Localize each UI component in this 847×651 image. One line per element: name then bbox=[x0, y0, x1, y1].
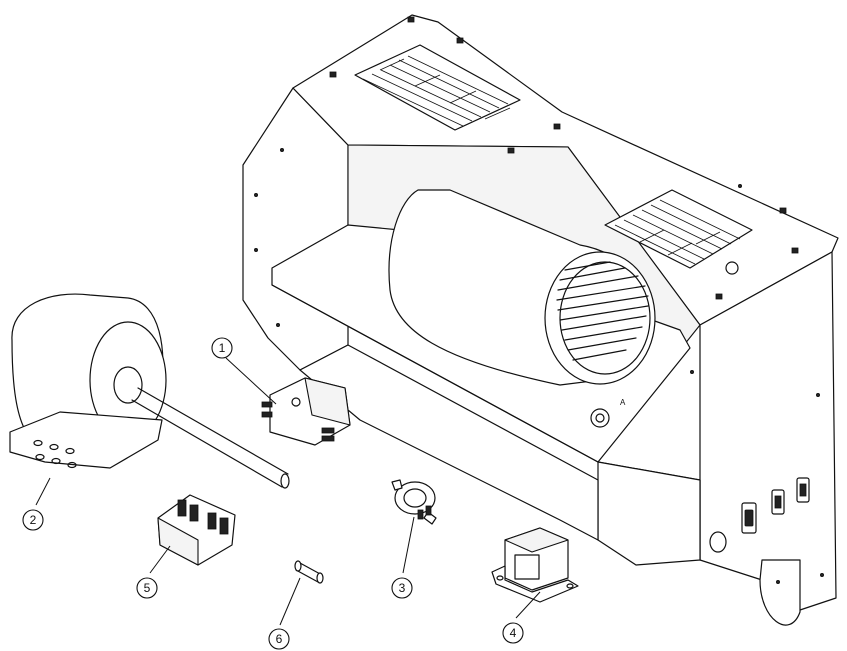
terminal-block-front bbox=[157, 517, 199, 566]
blower-inlet-inner bbox=[559, 261, 651, 375]
fuse-cap-left bbox=[294, 560, 302, 572]
transformer-top bbox=[504, 527, 569, 553]
transformer bbox=[491, 527, 579, 603]
callout-1-label: 1 bbox=[219, 341, 226, 355]
relay-terminal-2 bbox=[261, 411, 273, 418]
callout-1: 1 bbox=[211, 337, 233, 359]
limit-switch-terminal-1 bbox=[417, 509, 424, 520]
limit-switch-terminal-2 bbox=[425, 505, 432, 516]
leader-5 bbox=[149, 545, 171, 574]
rocker-switch-main-paddle bbox=[744, 509, 754, 527]
limit-switch bbox=[391, 479, 437, 525]
panel-knockout-hole bbox=[709, 531, 727, 553]
rocker-switch-2-paddle bbox=[774, 495, 782, 509]
housing-mark-text: A bbox=[620, 398, 626, 407]
callout-2: 2 bbox=[22, 509, 44, 531]
transformer-coil bbox=[514, 554, 540, 580]
leader-1 bbox=[225, 357, 277, 405]
motor-shaft-bottom bbox=[131, 399, 283, 488]
limit-switch-center bbox=[403, 488, 427, 508]
rocker-switch-3-paddle bbox=[799, 483, 807, 497]
blower-vanes bbox=[556, 261, 649, 361]
terminal-block bbox=[157, 494, 236, 566]
callout-6: 6 bbox=[268, 628, 290, 650]
mount-slots bbox=[33, 439, 77, 469]
callout-4-label: 4 bbox=[510, 626, 517, 640]
control-panel-front bbox=[597, 461, 701, 566]
control-switches bbox=[709, 477, 810, 553]
relay bbox=[261, 377, 351, 446]
callout-5: 5 bbox=[136, 577, 158, 599]
blower-hub bbox=[590, 408, 610, 428]
motor-shaft-top bbox=[137, 387, 289, 475]
blower-wheel: A bbox=[388, 189, 656, 428]
relay-terminal-4 bbox=[321, 435, 335, 442]
terminal-clip-2 bbox=[189, 504, 199, 522]
leader-6 bbox=[279, 577, 301, 626]
blower-inlet-ring bbox=[544, 251, 656, 385]
relay-side bbox=[304, 377, 351, 426]
blower-motor bbox=[9, 293, 290, 489]
limit-switch-disc bbox=[394, 481, 436, 515]
callout-5-label: 5 bbox=[144, 581, 151, 595]
terminal-clip-4 bbox=[219, 517, 229, 535]
fuse-cap-right bbox=[316, 572, 324, 584]
callout-3: 3 bbox=[391, 577, 413, 599]
relay-terminal-1 bbox=[261, 401, 273, 408]
leader-4 bbox=[515, 591, 541, 619]
callout-3-label: 3 bbox=[399, 581, 406, 595]
terminal-clip-3 bbox=[207, 512, 217, 530]
top-grille-front bbox=[604, 189, 753, 269]
blower-scroll-bottom bbox=[759, 559, 801, 626]
transformer-mount-plate bbox=[491, 565, 579, 603]
callout-2-label: 2 bbox=[30, 513, 37, 527]
leader-2 bbox=[35, 477, 51, 506]
leader-lines bbox=[35, 357, 541, 626]
leader-3 bbox=[402, 516, 415, 574]
cabinet-left-panel bbox=[242, 87, 349, 371]
callout-6-label: 6 bbox=[276, 632, 283, 646]
motor-mount-bracket bbox=[9, 411, 163, 469]
top-grille-rear bbox=[354, 44, 521, 131]
motor-shaft-boss bbox=[113, 366, 143, 404]
callout-4: 4 bbox=[502, 622, 524, 644]
terminal-clip-1 bbox=[177, 499, 187, 517]
motor-shaft-end bbox=[280, 473, 290, 489]
fuse bbox=[294, 560, 324, 584]
relay-terminal-3 bbox=[321, 427, 335, 434]
cabinet-lower-panel bbox=[299, 344, 599, 541]
cabinet-fasteners bbox=[253, 16, 825, 585]
limit-switch-tab-1 bbox=[391, 479, 403, 491]
top-knockout-hole bbox=[725, 261, 739, 275]
